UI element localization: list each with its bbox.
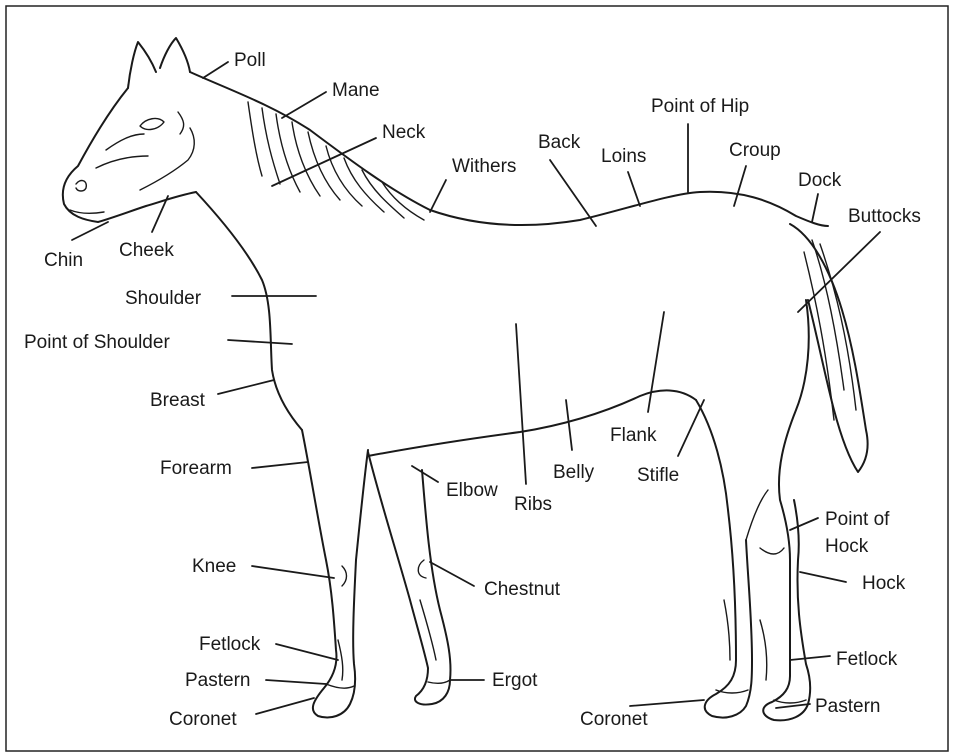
leader-fetlock-hind: [790, 656, 830, 660]
horse-tail: [790, 224, 868, 472]
label-belly: Belly: [553, 462, 595, 483]
horse-topline: [430, 192, 828, 226]
label-point-of-shoulder: Point of Shoulder: [24, 332, 170, 353]
label-loins: Loins: [601, 146, 646, 167]
leader-hock: [800, 572, 846, 582]
horse-jaw: [140, 128, 194, 190]
leader-poll: [203, 62, 228, 78]
label-dock: Dock: [798, 170, 842, 191]
horse-hoof-lines: [326, 680, 806, 703]
horse-leg-details: [338, 600, 767, 680]
horse-ears: [128, 38, 190, 88]
leader-stifle: [678, 400, 704, 456]
label-cheek: Cheek: [119, 240, 174, 261]
horse-hindleg-far: [763, 300, 810, 720]
label-mane: Mane: [332, 80, 380, 101]
label-poll: Poll: [234, 50, 266, 71]
label-ribs: Ribs: [514, 494, 552, 515]
leader-back: [550, 160, 596, 226]
leader-flank: [648, 312, 664, 412]
label-hock: Hock: [862, 573, 906, 594]
label-pastern-hind: Pastern: [815, 696, 880, 717]
label-pastern-front: Pastern: [185, 670, 250, 691]
label-fetlock-hind: Fetlock: [836, 649, 898, 670]
label-point-of-hock-line1: Point of: [825, 509, 890, 530]
label-shoulder: Shoulder: [125, 288, 202, 309]
label-flank: Flank: [610, 425, 657, 446]
label-chin: Chin: [44, 250, 83, 271]
label-back: Back: [538, 132, 581, 153]
label-chestnut: Chestnut: [484, 579, 561, 600]
leader-belly: [566, 400, 572, 450]
horse-nostril: [76, 181, 86, 191]
horse-foreleg-near: [302, 430, 368, 718]
leader-chestnut: [430, 562, 474, 586]
leader-point-of-shoulder: [228, 340, 292, 344]
label-withers: Withers: [452, 156, 516, 177]
diagram-frame: [6, 6, 948, 751]
horse-face-lines: [96, 112, 184, 168]
label-croup: Croup: [729, 140, 781, 161]
label-coronet-hind: Coronet: [580, 709, 648, 730]
label-point-of-hip: Point of Hip: [651, 96, 749, 117]
leader-elbow: [412, 466, 438, 482]
leader-mane: [282, 92, 326, 118]
horse-mane: [248, 102, 424, 220]
horse-hindleg-near: [696, 400, 752, 718]
leader-coronet-front: [256, 698, 314, 714]
label-buttocks: Buttocks: [848, 206, 921, 227]
label-breast: Breast: [150, 390, 206, 411]
leader-fetlock-front: [276, 644, 338, 660]
horse-chestnut-mark: [418, 560, 426, 578]
leader-chin: [72, 222, 108, 240]
label-ergot: Ergot: [492, 670, 538, 691]
labels: Poll Mane Neck Withers Back Loins Point …: [24, 50, 921, 730]
horse-knee-mark: [342, 566, 347, 586]
leader-breast: [218, 380, 274, 394]
label-knee: Knee: [192, 556, 236, 577]
label-neck: Neck: [382, 122, 426, 143]
leader-dock: [812, 194, 818, 222]
label-stifle: Stifle: [637, 465, 679, 486]
label-forearm: Forearm: [160, 458, 232, 479]
horse-foreleg-far: [368, 452, 451, 705]
horse-eye: [140, 119, 164, 130]
horse-hindleg-inner: [746, 490, 784, 554]
horse-belly: [368, 390, 696, 456]
horse-throat-chest: [196, 192, 302, 430]
leader-loins: [628, 172, 640, 206]
leader-pastern-hind: [776, 704, 810, 708]
leader-pastern-front: [266, 680, 326, 684]
leader-knee: [252, 566, 334, 578]
leader-forearm: [252, 462, 308, 468]
leader-withers: [430, 180, 446, 212]
label-fetlock-front: Fetlock: [199, 634, 261, 655]
leader-coronet-hind: [630, 700, 704, 706]
label-elbow: Elbow: [446, 480, 498, 501]
horse-mouth: [70, 210, 104, 213]
label-coronet-front: Coronet: [169, 709, 237, 730]
leader-croup: [734, 166, 746, 206]
horse-head-outline: [63, 88, 196, 222]
label-point-of-hock-line2: Hock: [825, 536, 869, 557]
leader-point-of-hock: [790, 518, 818, 530]
leader-ribs: [516, 324, 526, 484]
